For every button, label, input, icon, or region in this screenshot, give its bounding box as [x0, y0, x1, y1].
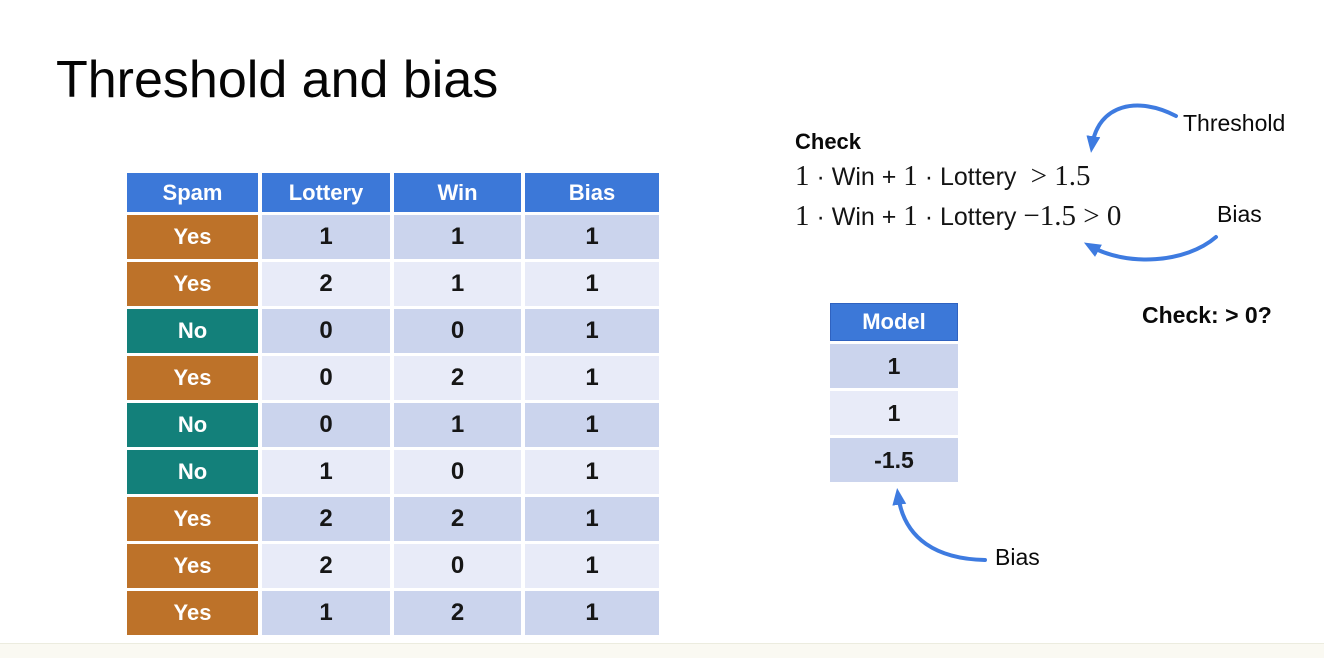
equation-threshold: 1 · Win + 1 · Lottery > 1.5: [795, 160, 1090, 194]
spam-cell: No: [127, 403, 258, 447]
equation-segment: · Lottery: [917, 203, 1024, 231]
value-cell: 0: [394, 544, 521, 588]
equation-segment: · Lottery: [917, 163, 1024, 191]
equation-segment: · Win +: [809, 163, 904, 191]
value-cell: 2: [262, 544, 390, 588]
spam-cell: Yes: [127, 356, 258, 400]
model-value-cell: 1: [830, 391, 958, 435]
equation-bias: 1 · Win + 1 · Lottery −1.5 > 0: [795, 200, 1121, 234]
equation-segment: 1: [795, 160, 810, 192]
equation-segment: 1: [903, 200, 918, 232]
bottom-strip: [0, 643, 1324, 658]
value-cell: 1: [525, 497, 659, 541]
value-cell: 1: [525, 262, 659, 306]
column-header-spam: Spam: [127, 173, 258, 212]
equation-segment: 1: [795, 200, 810, 232]
value-cell: 1: [525, 591, 659, 635]
model-header: Model: [830, 303, 958, 341]
spam-cell: Yes: [127, 262, 258, 306]
value-cell: 2: [394, 591, 521, 635]
spam-cell: No: [127, 450, 258, 494]
value-cell: 1: [394, 262, 521, 306]
value-cell: 1: [525, 309, 659, 353]
value-cell: 1: [525, 544, 659, 588]
column-header-win: Win: [394, 173, 521, 212]
threshold-arrow: [1086, 103, 1178, 153]
check-heading: Check: [795, 129, 862, 154]
value-cell: 2: [394, 497, 521, 541]
value-cell: 0: [394, 450, 521, 494]
bias-equation-arrow: [1083, 235, 1218, 262]
value-cell: 2: [394, 356, 521, 400]
value-cell: 0: [262, 403, 390, 447]
spam-cell: Yes: [127, 215, 258, 259]
value-cell: 1: [525, 215, 659, 259]
value-cell: 1: [262, 450, 390, 494]
value-cell: 1: [525, 403, 659, 447]
value-cell: 2: [262, 497, 390, 541]
value-cell: 1: [394, 403, 521, 447]
model-value-cell: -1.5: [830, 438, 958, 482]
model-value-cell: 1: [830, 344, 958, 388]
value-cell: 0: [262, 356, 390, 400]
column-header-lottery: Lottery: [262, 173, 390, 212]
spam-cell: Yes: [127, 544, 258, 588]
value-cell: 0: [262, 309, 390, 353]
spam-cell: Yes: [127, 497, 258, 541]
check-question-label: Check: > 0?: [1142, 302, 1272, 328]
bias-model-label: Bias: [995, 544, 1040, 570]
value-cell: 1: [525, 356, 659, 400]
value-cell: 2: [262, 262, 390, 306]
bias-equation-label: Bias: [1217, 201, 1262, 227]
value-cell: 1: [394, 215, 521, 259]
value-cell: 0: [394, 309, 521, 353]
value-cell: 1: [262, 591, 390, 635]
spam-cell: No: [127, 309, 258, 353]
value-cell: 1: [525, 450, 659, 494]
bias-model-arrow: [892, 488, 987, 562]
equation-segment: > 1.5: [1023, 160, 1091, 192]
equation-segment: −1.5 > 0: [1023, 200, 1122, 232]
value-cell: 1: [262, 215, 390, 259]
equation-segment: 1: [903, 160, 918, 192]
spam-cell: Yes: [127, 591, 258, 635]
equation-segment: · Win +: [809, 203, 904, 231]
column-header-bias: Bias: [525, 173, 659, 212]
threshold-label: Threshold: [1183, 110, 1286, 136]
page-title: Threshold and bias: [56, 51, 499, 109]
